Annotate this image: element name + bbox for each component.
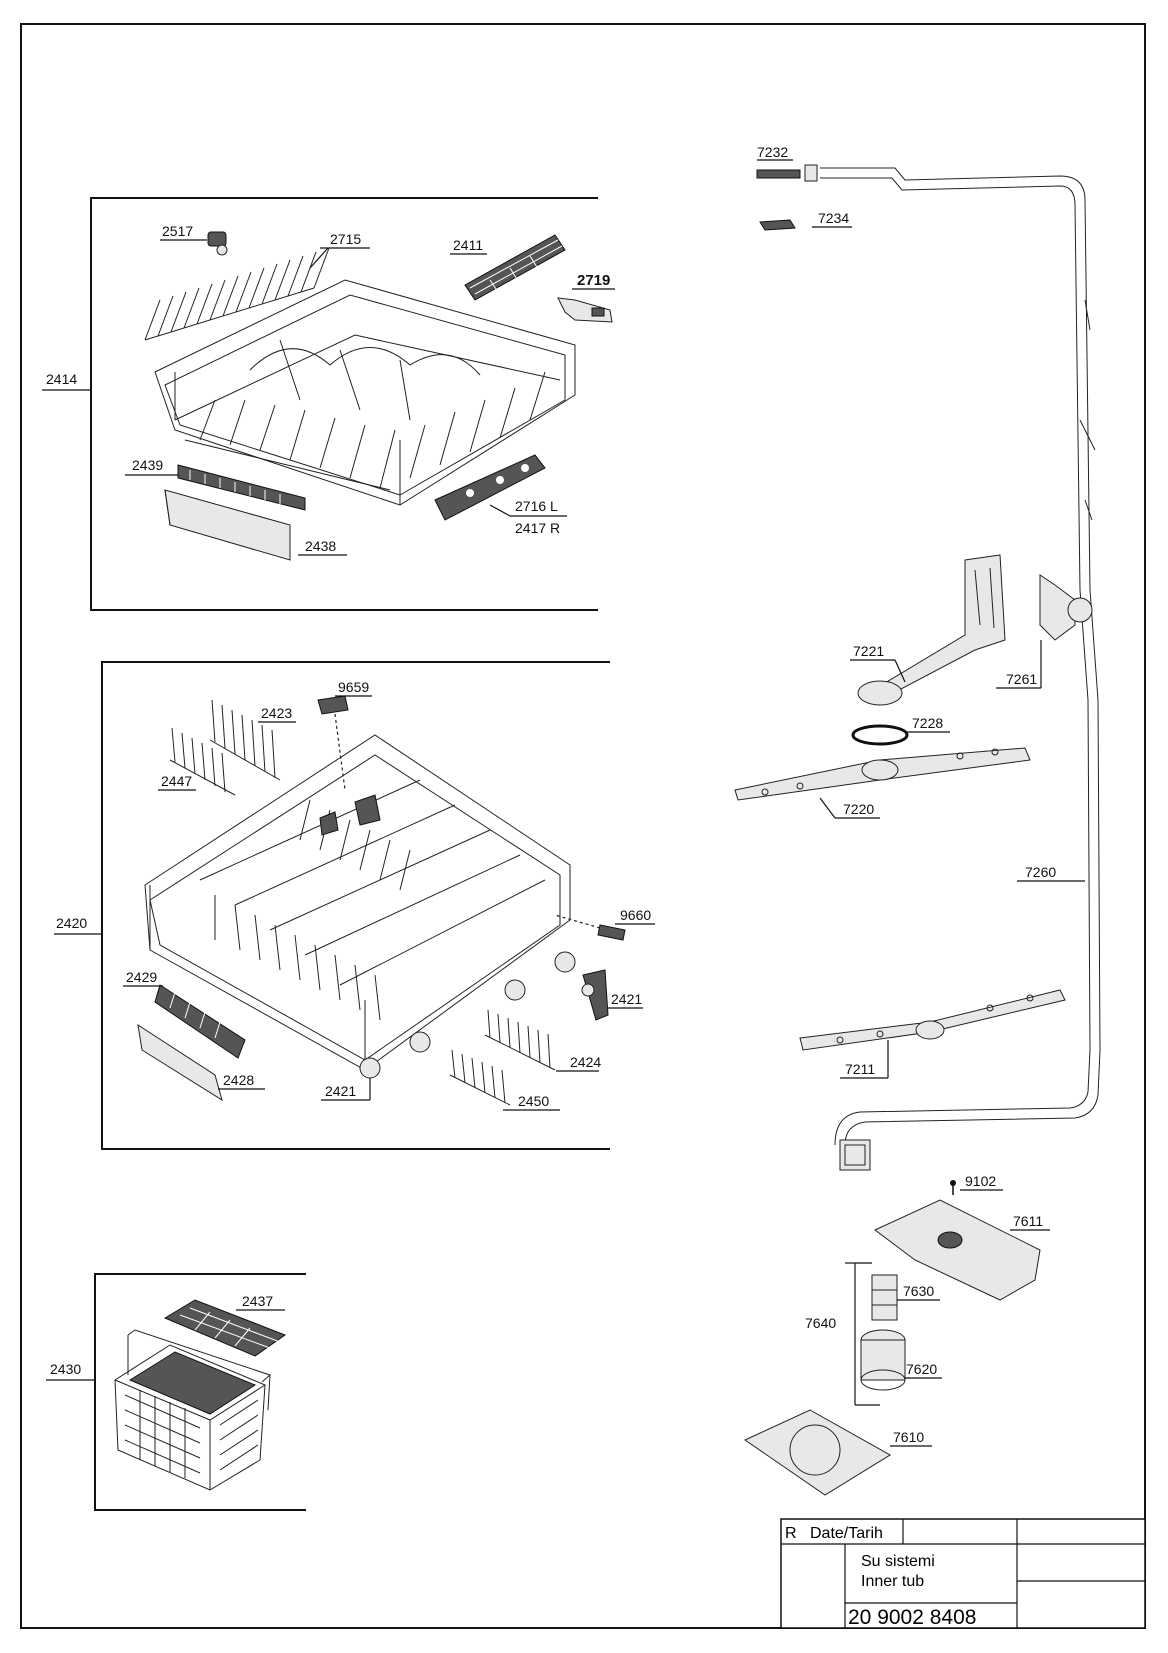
callout-9659: 9659 xyxy=(338,679,369,695)
callout-7640: 7640 xyxy=(805,1315,836,1331)
callout-2421-right: 2421 xyxy=(611,991,642,1007)
callout-2719: 2719 xyxy=(577,272,610,289)
part-2716-rail xyxy=(434,454,546,521)
callout-7260: 7260 xyxy=(1025,864,1056,880)
part-2430-cutlery-basket xyxy=(114,1329,271,1491)
callout-2430: 2430 xyxy=(50,1361,81,1377)
title-block-rev: R xyxy=(785,1525,797,1542)
part-2450-tines xyxy=(449,1049,511,1106)
part-2429-filter xyxy=(154,984,246,1059)
part-7630-filter-top xyxy=(871,1274,898,1321)
part-2421-wheel-holder xyxy=(581,969,609,1021)
part-2719-holder xyxy=(557,297,613,323)
callout-7228: 7228 xyxy=(912,715,943,731)
callout-2447: 2447 xyxy=(161,773,192,789)
callout-2411: 2411 xyxy=(453,237,483,253)
callout-2439: 2439 xyxy=(132,457,163,473)
callout-2417: 2417 R xyxy=(515,520,560,536)
part-7220-upper-spray-arm xyxy=(734,747,1031,801)
callout-7261: 7261 xyxy=(1006,671,1037,687)
part-9659-clip xyxy=(317,695,349,715)
part-9102-screw xyxy=(950,1180,956,1195)
callout-2450: 2450 xyxy=(518,1093,549,1109)
part-7232-hose-connector xyxy=(756,164,818,182)
callout-2414: 2414 xyxy=(46,371,77,387)
lower-basket-group: 9659 2423 2447 2420 9660 2429 2421 2424 … xyxy=(54,661,655,1150)
part-2439-filter xyxy=(177,464,306,511)
part-7260-water-pipe xyxy=(820,167,1101,1171)
callout-9102: 9102 xyxy=(965,1173,996,1189)
callout-2428: 2428 xyxy=(223,1072,254,1088)
part-2437-lid xyxy=(163,1299,287,1357)
title-block-title-tr: Su sistemi xyxy=(861,1553,935,1570)
title-block-drawing-number: 20 9002 8408 xyxy=(848,1606,976,1629)
callout-7620: 7620 xyxy=(906,1361,937,1377)
callout-2517: 2517 xyxy=(162,223,193,239)
part-7610-sump-filter xyxy=(743,1409,891,1496)
sheet-border xyxy=(20,23,1146,1629)
callout-7220: 7220 xyxy=(843,801,874,817)
part-2423-tines xyxy=(209,699,281,781)
upper-basket-group: 2517 2715 2411 2719 2414 2439 2716 L 241… xyxy=(42,197,615,611)
part-2517-clip xyxy=(207,231,228,256)
callout-7610: 7610 xyxy=(893,1429,924,1445)
part-2428-cover xyxy=(137,1023,223,1102)
part-7611-cover-plate xyxy=(874,1199,1041,1301)
part-2438-cover xyxy=(164,489,291,561)
upper-basket-illustration xyxy=(144,247,576,506)
part-7234-clip xyxy=(759,219,796,231)
title-block-title-en: Inner tub xyxy=(861,1573,924,1590)
part-2424-tines xyxy=(484,1009,556,1071)
callout-9660: 9660 xyxy=(620,907,651,923)
callout-2429: 2429 xyxy=(126,969,157,985)
part-7221-upper-arm-holder xyxy=(857,554,1006,706)
part-7620-filter xyxy=(860,1329,906,1391)
callout-2715: 2715 xyxy=(330,231,361,247)
callout-7630: 7630 xyxy=(903,1283,934,1299)
callout-2421-bottom: 2421 xyxy=(325,1083,356,1099)
callout-7232: 7232 xyxy=(757,144,788,160)
callout-7211: 7211 xyxy=(845,1061,875,1077)
part-2447-tines xyxy=(169,727,236,796)
callout-2437: 2437 xyxy=(242,1293,273,1309)
callout-7234: 7234 xyxy=(818,210,849,226)
callout-7611: 7611 xyxy=(1013,1213,1043,1229)
part-7228-o-ring xyxy=(851,724,909,746)
cutlery-basket-group: 2437 2430 xyxy=(46,1273,306,1511)
callout-2423: 2423 xyxy=(261,705,292,721)
callout-2424: 2424 xyxy=(570,1054,601,1070)
callout-7221: 7221 xyxy=(853,643,884,659)
part-2411-grid xyxy=(464,234,566,301)
title-block-date-label: Date/Tarih xyxy=(810,1525,883,1542)
water-system-group: 7232 7234 7221 7261 7228 7220 7260 7211 … xyxy=(734,144,1101,1496)
part-9660-clip xyxy=(597,924,626,941)
callout-2420: 2420 xyxy=(56,915,87,931)
callout-2438: 2438 xyxy=(305,538,336,554)
part-7261-connector xyxy=(1039,574,1093,641)
title-block: R Date/Tarih Su sistemi Inner tub 20 900… xyxy=(780,1518,1146,1629)
part-7211-lower-spray-arm xyxy=(799,989,1066,1051)
callout-2716: 2716 L xyxy=(515,498,558,514)
lower-basket-illustration xyxy=(144,734,576,1079)
